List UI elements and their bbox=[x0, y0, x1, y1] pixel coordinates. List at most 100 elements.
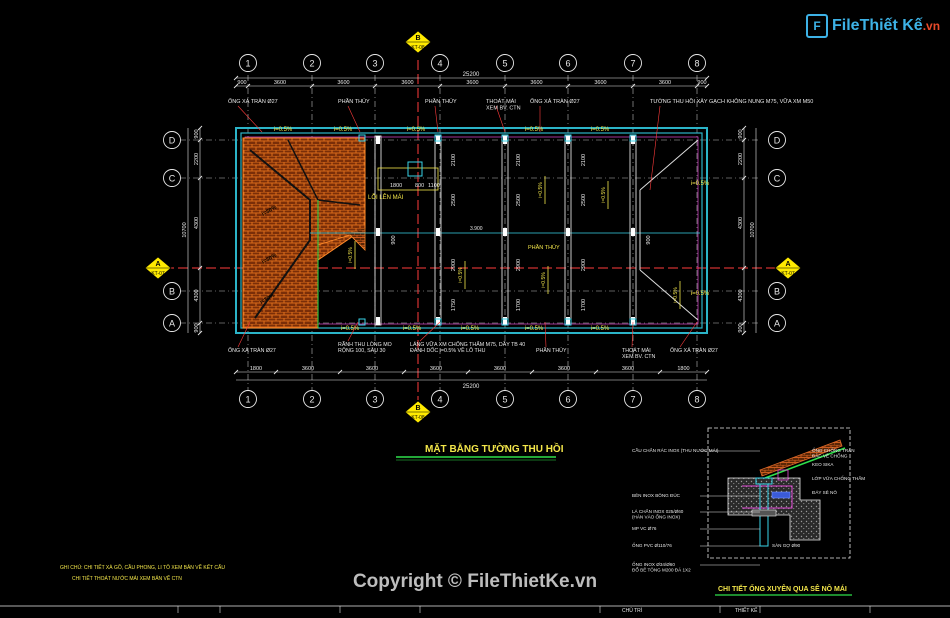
dim-top-overall-tick-r bbox=[704, 75, 710, 81]
slope-vert-6: i=0.5% bbox=[541, 272, 547, 288]
grid-bubble-top-7-circle bbox=[624, 54, 642, 72]
dim-left-val-1: 900 bbox=[194, 129, 200, 138]
dim-top-bays-val-2: 3600 bbox=[274, 80, 286, 86]
partition-cap-mid-1 bbox=[376, 228, 380, 236]
grid-bubble-bottom-2-circle bbox=[303, 390, 321, 408]
slope-label-top-1: i=0.5% bbox=[274, 127, 293, 133]
logo-text: FileThiết Kế.vn bbox=[832, 17, 940, 35]
slope-vert-4: i=0.5% bbox=[601, 187, 607, 203]
dim-top-bays-val-3: 3600 bbox=[337, 80, 349, 86]
outer-wall bbox=[235, 127, 708, 334]
dim-top-bays-tick-5 bbox=[437, 83, 443, 89]
dim-bottom-bays-tick-3 bbox=[337, 369, 343, 375]
grid-bubble-top-8-circle bbox=[688, 54, 706, 72]
grid-bubble-top-5-circle bbox=[496, 54, 514, 72]
dim-bottom-bays-tick-1 bbox=[233, 369, 239, 375]
right-brace-top bbox=[639, 139, 699, 191]
detail-strainer bbox=[755, 477, 773, 485]
drain-point-5 bbox=[358, 318, 366, 326]
detail-gutter bbox=[727, 477, 821, 541]
grid-bubble-right-1-label: D bbox=[774, 136, 781, 146]
slope-label-top-4: i=0.5% bbox=[525, 127, 544, 133]
grid-bubble-left-1-label: D bbox=[169, 136, 176, 146]
top-note-1: ỐNG XẢ TRÀN Ø27 bbox=[228, 98, 278, 105]
grid-bubble-top-1-circle bbox=[239, 54, 257, 72]
slope-label-top-6: i=0.5% bbox=[691, 181, 710, 187]
hip-line bbox=[249, 149, 311, 319]
dim-left-tick-1 bbox=[197, 125, 203, 131]
detail-roof-tile bbox=[759, 439, 843, 477]
grid-bubble-bottom-5-label: 5 bbox=[502, 395, 507, 405]
dim-top-bays-tick-2 bbox=[245, 83, 251, 89]
partition-cap-bot-5 bbox=[631, 317, 635, 325]
detail-label-8: ỐNG PVC Ø110/76 bbox=[632, 542, 672, 548]
top-note-leader-4 bbox=[495, 105, 506, 133]
drain-point-8 bbox=[564, 318, 572, 326]
inner-dim-8: 1700 bbox=[516, 299, 522, 311]
detail-label-1: CẦU CHẮN RÁC INOX (THU NƯỚC MÁI) bbox=[632, 446, 719, 453]
inner-dim-1: 2100 bbox=[451, 154, 457, 166]
partition-cap-mid-3 bbox=[503, 228, 507, 236]
detail-frame bbox=[707, 427, 851, 559]
dim-left-tick-5 bbox=[197, 320, 203, 326]
logo-thiet: Thiết Kế bbox=[859, 17, 923, 34]
partition-cap-top-3 bbox=[503, 136, 507, 144]
inner-wall bbox=[240, 132, 703, 329]
dim-bottom-bays-val-7: 3600 bbox=[622, 366, 634, 372]
dim-bottom-bays-tick-9 bbox=[704, 369, 710, 375]
dim-right-tick-5 bbox=[741, 320, 747, 326]
top-note-3: PHẦN THỦY bbox=[425, 98, 457, 105]
grid-bubble-bottom-2-label: 2 bbox=[309, 395, 314, 405]
titleblock-label-2: THIẾT KẾ bbox=[735, 607, 758, 613]
partition-cap-mid-2 bbox=[436, 228, 440, 236]
grid-bubble-top-3-circle bbox=[366, 54, 384, 72]
bottom-note-leader-6 bbox=[679, 321, 698, 348]
bottom-note-4: PHẦN THỦY bbox=[536, 347, 567, 354]
label-phan-thuy: PHẦN THỦY bbox=[528, 244, 560, 251]
slope-label-top-2: i=0.5% bbox=[334, 127, 353, 133]
grid-bubble-left-4-circle bbox=[163, 314, 181, 332]
section-mark-a-right: AKT-07 bbox=[774, 256, 802, 280]
logo-icon: F bbox=[806, 14, 828, 38]
slope-vert-5: i=0.5% bbox=[673, 287, 679, 303]
grid-bubble-left-4-label: A bbox=[169, 319, 175, 329]
dim-top-overall-tick-l bbox=[233, 75, 239, 81]
grid-bubble-bottom-8-label: 8 bbox=[694, 395, 699, 405]
inner-dim-5: 2100 bbox=[516, 154, 522, 166]
grid-bubble-bottom-3-circle bbox=[366, 390, 384, 408]
grid-bubble-top-5-label: 5 bbox=[502, 59, 507, 69]
top-note-leader-3 bbox=[434, 105, 439, 133]
dim-bottom-bays-val-3: 3600 bbox=[366, 366, 378, 372]
inner-dim-14: 900 bbox=[646, 235, 652, 244]
dim-bottom-bays-val-5: 3600 bbox=[494, 366, 506, 372]
bottom-note-leader-3 bbox=[419, 321, 441, 342]
detail-flange bbox=[751, 509, 777, 517]
dim-left-val-4: 4300 bbox=[194, 289, 200, 301]
roof-hatch-small bbox=[317, 228, 366, 251]
dim-bottom-bays-val-1: 1800 bbox=[250, 366, 262, 372]
drain-point-6 bbox=[434, 318, 442, 326]
bottom-note-leader-5 bbox=[631, 321, 634, 348]
slope-label-bot-4: i=0.5% bbox=[525, 326, 544, 332]
inner-dim-2: 2500 bbox=[451, 194, 457, 206]
top-note-leader-2 bbox=[347, 105, 361, 133]
drawing-title: MẶT BẰNG TƯỜNG THU HỒI bbox=[425, 442, 564, 455]
partition-cap-top-1 bbox=[376, 136, 380, 144]
detail-label-4: ĐÁY SÊ NÔ bbox=[812, 488, 837, 495]
dim-left-tick-6 bbox=[197, 330, 203, 336]
dim-top-bays-tick-1 bbox=[233, 83, 239, 89]
grid-bubble-bottom-5-circle bbox=[496, 390, 514, 408]
dim-top-bays-tick-8 bbox=[630, 83, 636, 89]
dim-right-tick-2 bbox=[741, 137, 747, 143]
bottom-note-6: ỐNG XẢ TRÀN Ø27 bbox=[670, 347, 718, 354]
inner-dim-4: 1750 bbox=[451, 299, 457, 311]
grid-bubble-left-2-circle bbox=[163, 169, 181, 187]
detail-label-3: LỚP VỮA CHỐNG THẤM bbox=[812, 475, 865, 481]
inner-dim-7: 2900 bbox=[516, 259, 522, 271]
dim-top-bays-val-1: 900 bbox=[237, 80, 246, 86]
dim-bottom-overall: 25200 bbox=[463, 384, 480, 390]
dim-bottom-bays-val-2: 3600 bbox=[302, 366, 314, 372]
